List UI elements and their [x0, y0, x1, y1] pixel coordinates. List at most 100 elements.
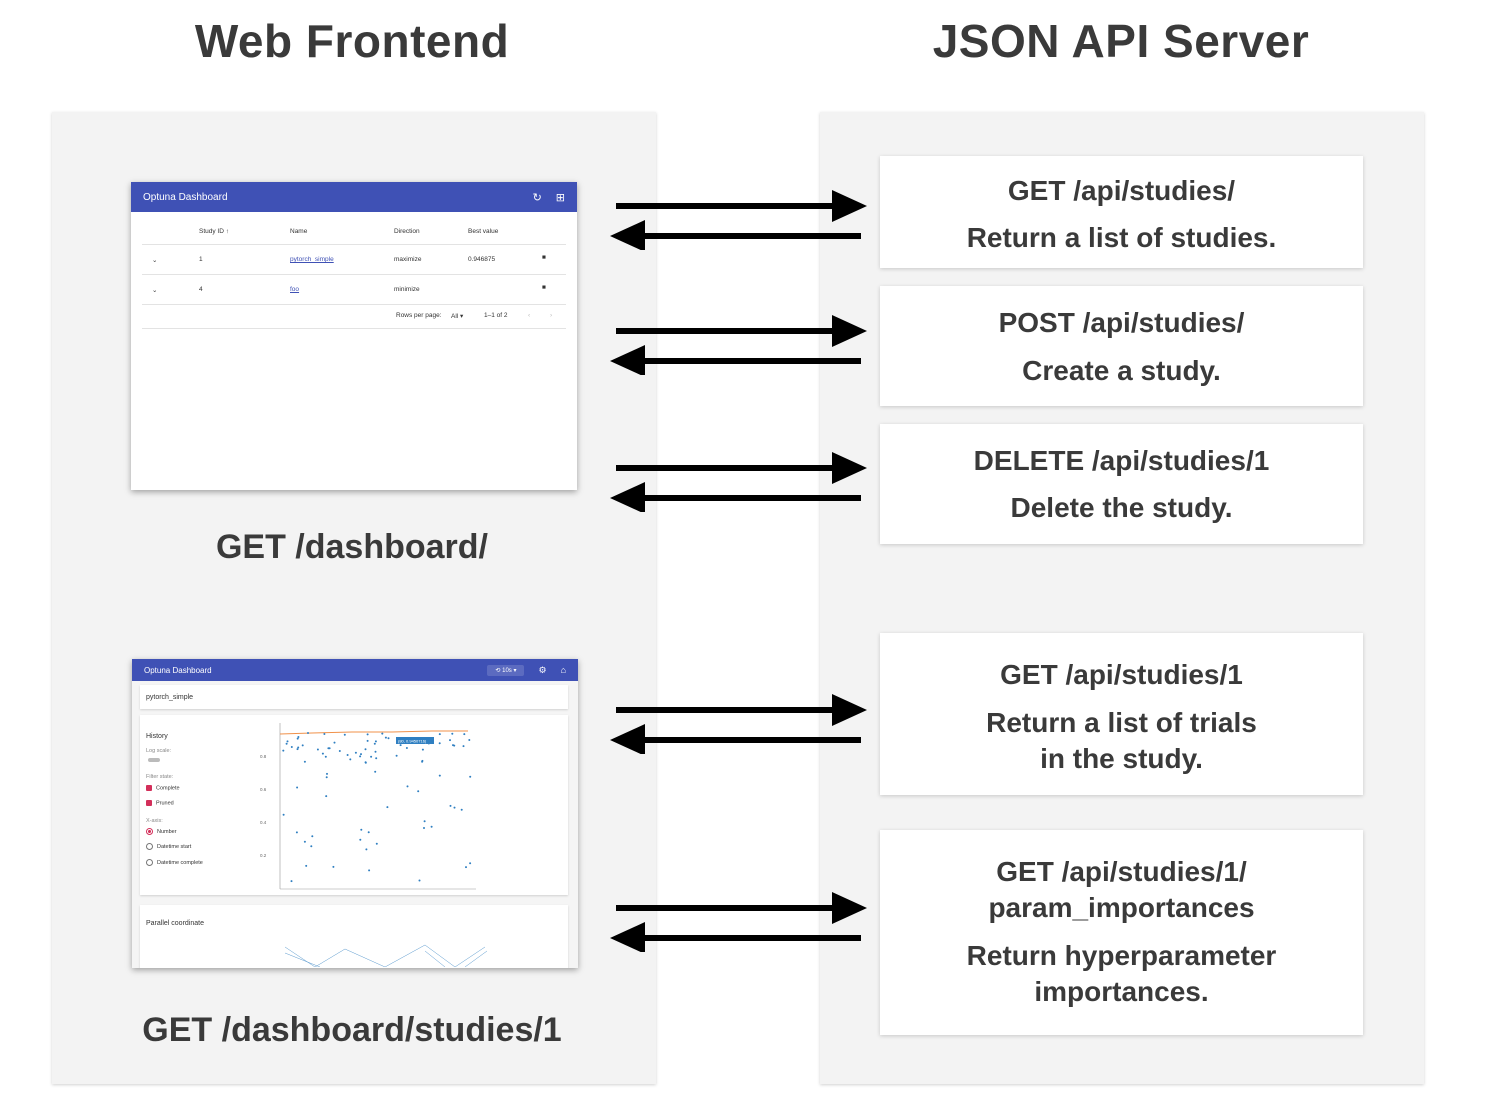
plot-point	[449, 804, 452, 807]
arrow-pair-create-study	[610, 315, 867, 375]
plot-point	[296, 737, 299, 740]
endpoint-path: GET /api/studies/1	[1000, 659, 1243, 690]
plot-point	[374, 750, 377, 753]
col-name: Name	[290, 228, 308, 235]
study-link[interactable]: pytorch_simple	[290, 256, 334, 263]
endpoint-card-list-studies: GET /api/studies/ Return a list of studi…	[880, 156, 1363, 268]
settings-icon[interactable]: ⚙	[538, 664, 547, 675]
checkbox-checked-icon	[146, 785, 152, 791]
plot-point	[421, 759, 424, 762]
delete-icon[interactable]: ■	[542, 254, 546, 261]
reload-interval-value: 10s	[502, 667, 512, 674]
endpoint-desc: Return hyperparameter importances.	[966, 940, 1277, 1007]
plot-point	[423, 820, 426, 823]
x-option-label: Number	[157, 828, 177, 835]
arrow-left-icon	[610, 724, 645, 754]
plot-point	[364, 748, 367, 751]
reload-icon[interactable]: ↻	[532, 191, 542, 204]
study-name-card: pytorch_simple	[140, 685, 568, 709]
plot-point	[301, 744, 304, 747]
table-row[interactable]: ⌄ 4 foo minimize ■	[142, 274, 566, 305]
table-row[interactable]: ⌄ 1 pytorch_simple maximize 0.946875 ■	[142, 244, 566, 275]
expand-icon[interactable]: ⌄	[152, 287, 158, 294]
home-icon[interactable]: ⌂	[560, 665, 566, 675]
history-title: History	[146, 733, 168, 740]
plot-point	[386, 806, 389, 809]
endpoint-desc: Create a study.	[1022, 355, 1221, 386]
x-option-number[interactable]: Number	[146, 828, 177, 835]
col-direction: Direction	[394, 228, 420, 235]
endpoint-card-param-importances: GET /api/studies/1/ param_importances Re…	[880, 830, 1363, 1035]
arrow-left-icon	[610, 482, 645, 512]
study-name: pytorch_simple	[146, 694, 194, 701]
arrow-right-icon	[832, 190, 867, 222]
endpoint-desc: Delete the study.	[1010, 492, 1233, 523]
plot-point	[438, 742, 441, 745]
plot-point	[307, 732, 309, 734]
x-option-datetime-start[interactable]: Datetime start	[146, 843, 191, 850]
history-plot[interactable]: (80, 0.9450716)	[272, 717, 482, 893]
delete-icon[interactable]: ■	[542, 284, 546, 291]
pruned-label: Pruned	[156, 800, 174, 807]
plot-tooltip: (80, 0.9450716)	[398, 739, 427, 744]
plot-point	[374, 740, 377, 743]
endpoint-desc: Return a list of trials in the study.	[986, 707, 1257, 774]
add-study-icon[interactable]: ⊞	[555, 191, 565, 204]
endpoint-card-delete-study: DELETE /api/studies/1 Delete the study.	[880, 424, 1363, 544]
pruned-checkbox[interactable]: Pruned	[146, 800, 174, 806]
plot-point	[449, 739, 451, 742]
endpoint-card-list-trials: GET /api/studies/1 Return a list of tria…	[880, 633, 1363, 795]
x-option-datetime-complete[interactable]: Datetime complete	[146, 859, 203, 866]
plot-point	[405, 747, 408, 749]
dashboard-list-screenshot: Optuna Dashboard ↻ ⊞ Study ID ↑ Name Dir…	[131, 182, 577, 490]
reload-interval[interactable]: ⟲ 10s ▾	[487, 664, 525, 676]
parallel-plot[interactable]	[275, 927, 515, 967]
plot-point	[367, 831, 370, 834]
plot-point	[373, 742, 376, 745]
radio-icon	[146, 843, 153, 850]
plot-point	[296, 786, 299, 789]
next-page-icon[interactable]: ›	[550, 312, 553, 319]
plot-point	[384, 736, 387, 739]
plot-point	[463, 733, 466, 736]
col-study-id[interactable]: Study ID ↑	[199, 228, 229, 235]
complete-checkbox[interactable]: Complete	[146, 785, 180, 791]
y-tick: 0.4	[260, 820, 267, 825]
plot-point	[418, 879, 421, 882]
plot-point	[438, 774, 441, 777]
plot-point	[462, 745, 465, 748]
plot-point	[374, 770, 377, 773]
y-tick: 0.8	[260, 754, 267, 759]
endpoint-path: DELETE /api/studies/1	[973, 445, 1270, 476]
plot-point	[438, 733, 441, 736]
plot-point	[451, 732, 454, 735]
plot-point	[368, 869, 371, 872]
plot-point	[295, 831, 298, 834]
rows-per-page-value: All	[451, 313, 459, 320]
col-best-value: Best value	[468, 228, 499, 235]
arrow-pair-list-studies	[610, 190, 867, 250]
rows-per-page-select[interactable]: All ▾	[451, 313, 464, 320]
plot-point	[332, 865, 335, 868]
plot-point	[343, 733, 346, 736]
plot-point	[285, 742, 288, 745]
arrow-pair-list-trials	[610, 694, 867, 754]
plot-point	[354, 751, 357, 754]
prev-page-icon[interactable]: ‹	[528, 312, 531, 319]
endpoint-card-create-study: POST /api/studies/ Create a study.	[880, 286, 1363, 406]
arrow-right-icon	[832, 892, 867, 924]
plot-point	[421, 748, 424, 751]
plot-point	[370, 755, 373, 758]
study-link[interactable]: foo	[290, 286, 300, 293]
app-title: Optuna Dashboard	[144, 665, 212, 675]
log-scale-label: Log scale:	[146, 748, 172, 754]
log-scale-toggle[interactable]	[148, 758, 160, 762]
plot-point	[282, 749, 285, 752]
expand-icon[interactable]: ⌄	[152, 257, 158, 264]
route-dashboard: GET /dashboard/	[215, 528, 489, 566]
plot-point	[469, 862, 472, 865]
arrow-pair-delete-study	[610, 452, 867, 512]
plot-point	[305, 864, 308, 867]
x-option-label: Datetime start	[157, 843, 192, 850]
plot-point	[417, 790, 420, 793]
